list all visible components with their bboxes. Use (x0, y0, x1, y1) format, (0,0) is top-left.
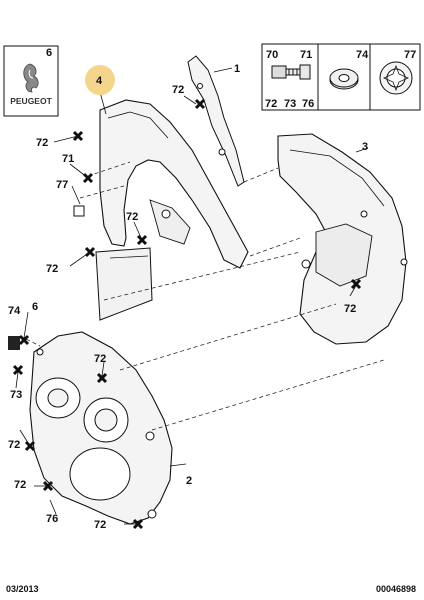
callout-73: 73 (10, 389, 22, 401)
part-77-clip (73, 205, 85, 217)
hardware-legend: 70 71 72 73 76 74 77 (261, 43, 421, 111)
bolt-markers (12, 98, 362, 530)
callout-72: 72 (14, 479, 26, 491)
legend-label-71: 71 (300, 49, 312, 61)
callout-77: 77 (56, 179, 68, 191)
callout-3: 3 (362, 141, 368, 153)
highlight-marker (85, 65, 115, 95)
lion-icon (23, 63, 39, 93)
part-2-lower-cover (29, 331, 173, 525)
callout-72: 72 (8, 439, 20, 451)
washer-icon (329, 68, 359, 90)
callout-72: 72 (36, 137, 48, 149)
part-3-cover (277, 133, 408, 345)
callout-4: 4 (96, 75, 103, 87)
callout-70: 72 (172, 84, 184, 96)
legend-label-76: 76 (302, 98, 314, 110)
callout-74: 74 (8, 305, 21, 317)
legend-label-70: 70 (266, 49, 278, 61)
bolt-icon (271, 64, 311, 80)
clip-nut-icon (379, 61, 413, 95)
part-4-upper-cover (95, 99, 249, 321)
callout-72: 72 (344, 303, 356, 315)
callout-72: 72 (126, 211, 138, 223)
callout-76: 76 (46, 513, 58, 525)
diagram-reference: 00046898 (375, 584, 416, 594)
legend-label-74: 74 (356, 49, 369, 61)
callout-1: 1 (234, 63, 240, 75)
diagram-date: 03/2013 (6, 584, 39, 594)
callout-71: 71 (62, 153, 74, 165)
legend-label-77: 77 (404, 49, 416, 61)
brand-name: PEUGEOT (10, 96, 52, 106)
callout-72: 72 (46, 263, 58, 275)
brand-corner-mark: 6 (46, 47, 52, 59)
legend-label-72: 72 (265, 98, 277, 110)
callout-72: 72 (94, 353, 106, 365)
callout-72: 72 (94, 519, 106, 531)
brand-box: 6 PEUGEOT (3, 45, 59, 117)
callout-6: 6 (32, 301, 38, 313)
legend-label-73: 73 (284, 98, 296, 110)
callout-2: 2 (186, 475, 192, 487)
part-74-washer (8, 336, 20, 350)
